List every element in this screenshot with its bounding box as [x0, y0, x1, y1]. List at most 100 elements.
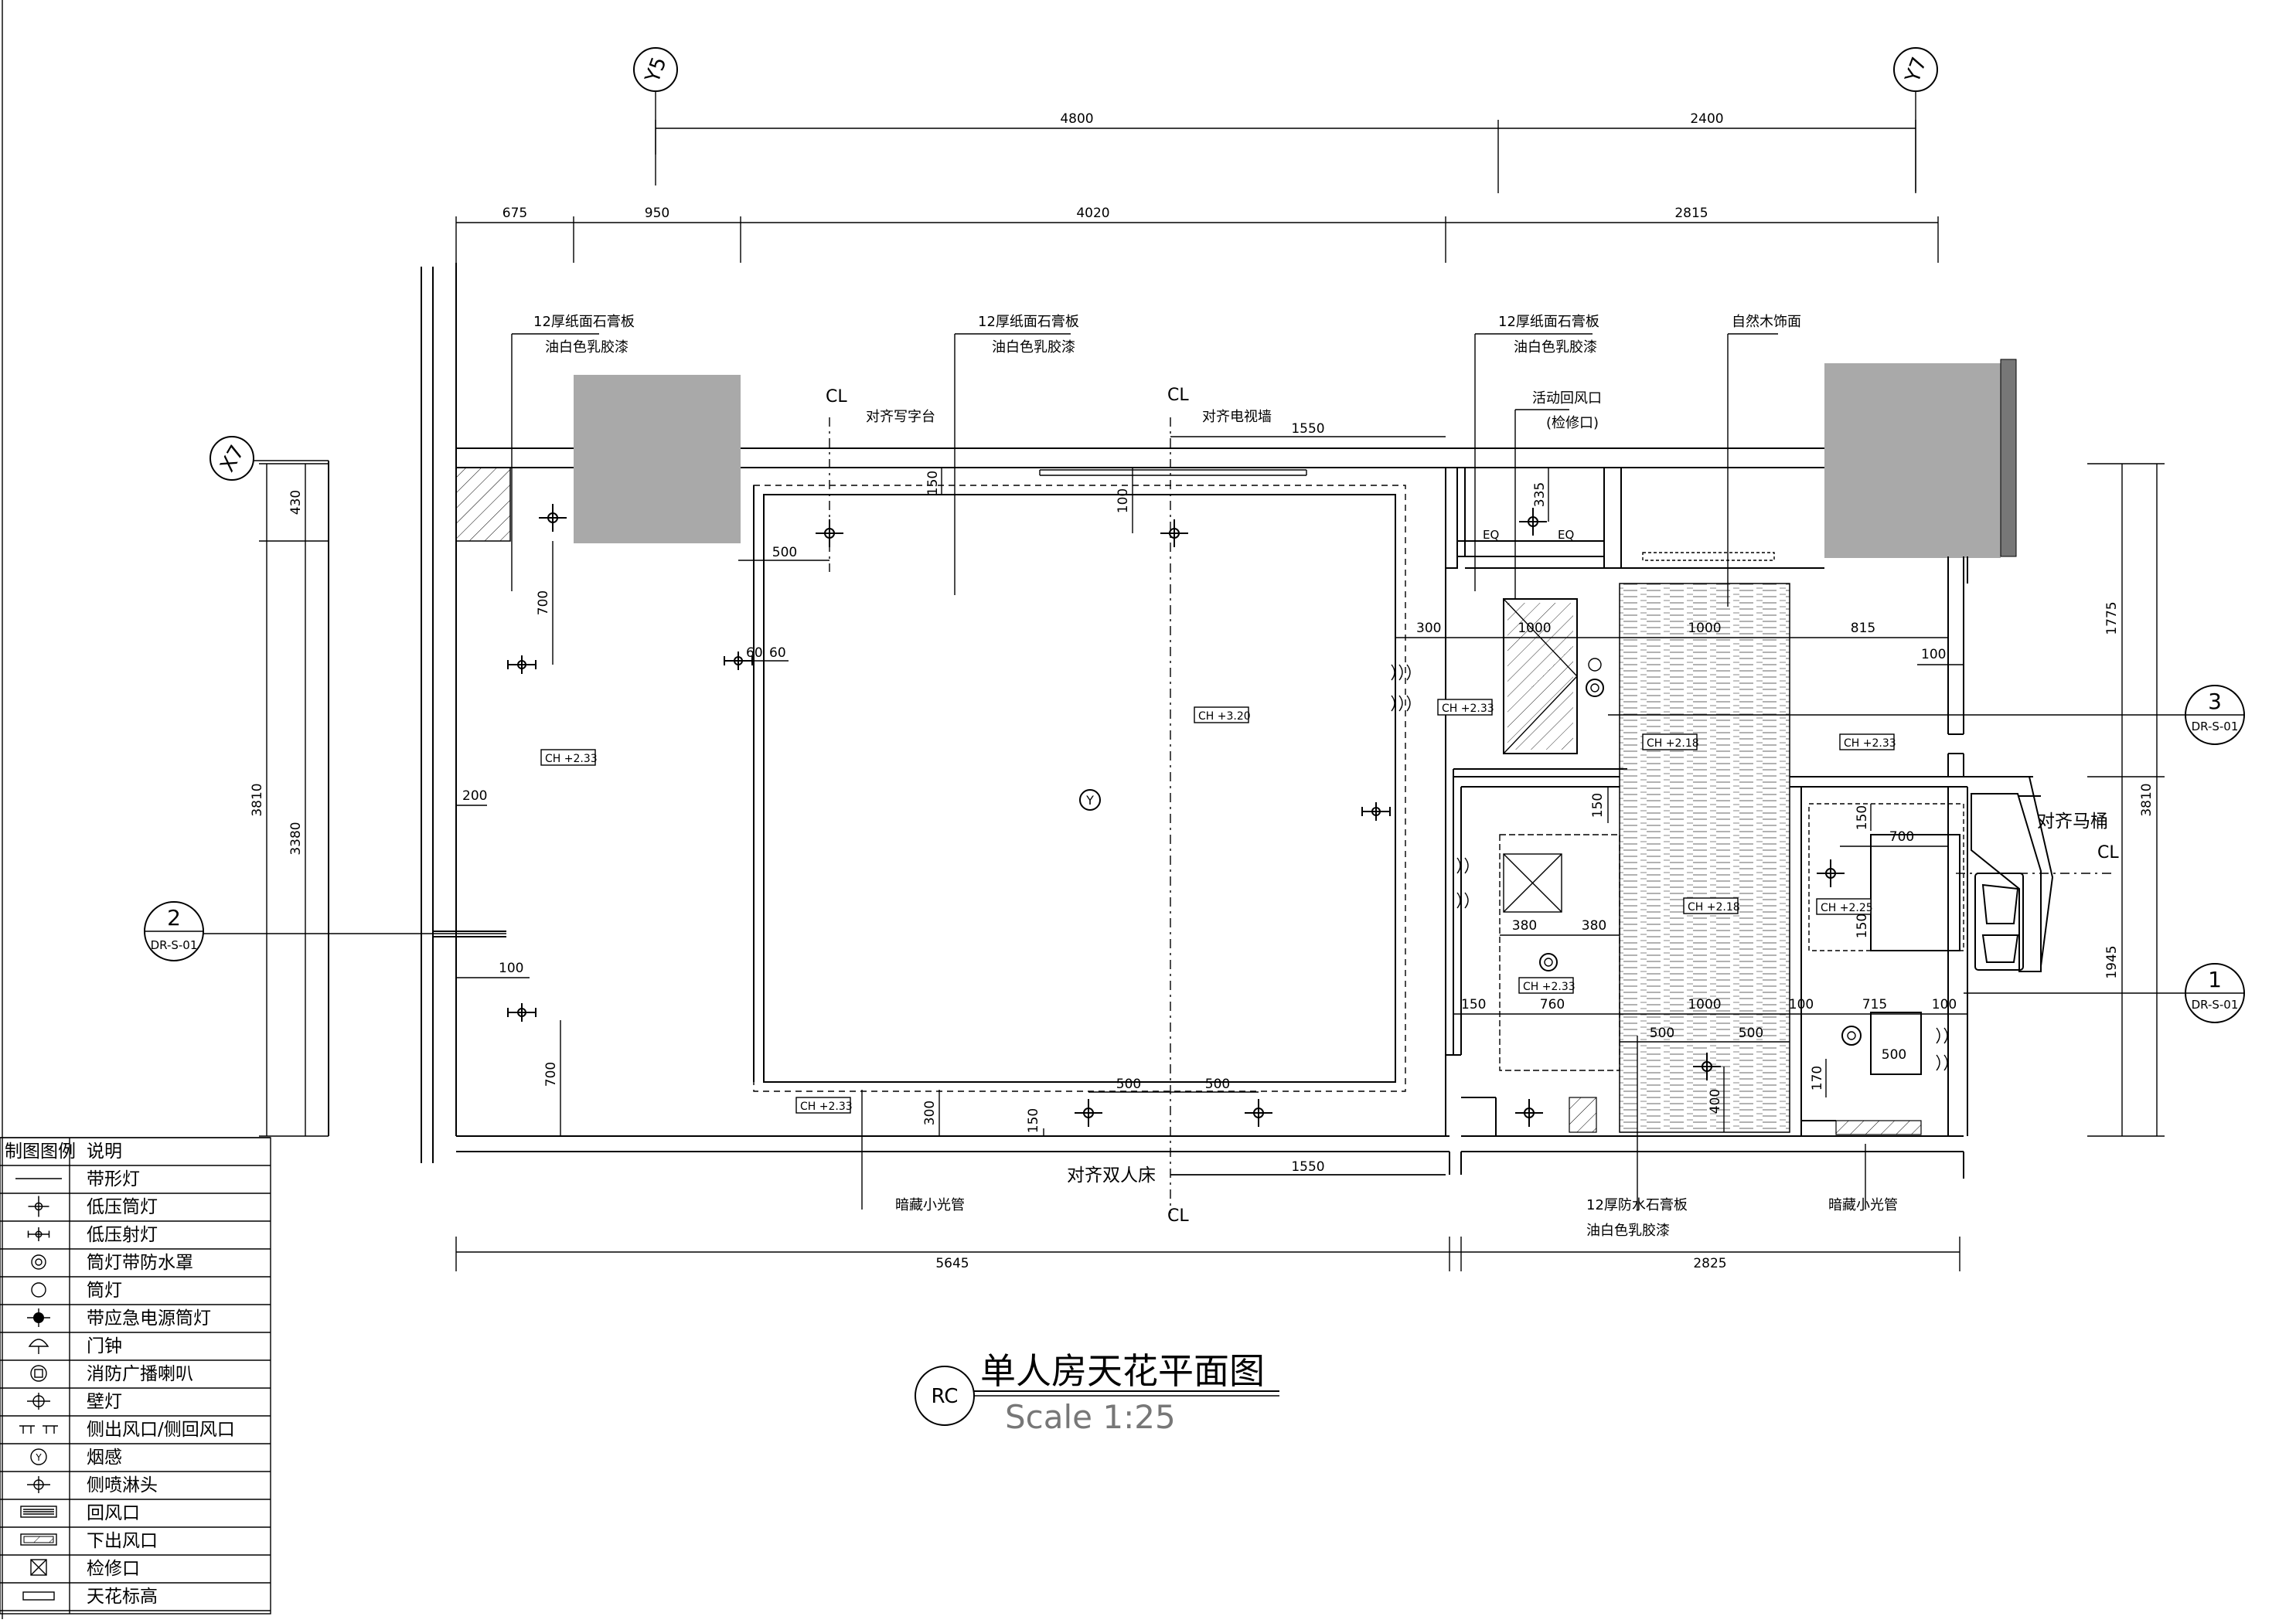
legend-label-low-voltage-spotlight: 低压射灯 [87, 1225, 158, 1245]
ceiling-height-tag-2: CH +3.20 [1194, 706, 1251, 723]
svg-text:1775: 1775 [2104, 601, 2120, 635]
svg-text:2825: 2825 [1693, 1256, 1726, 1271]
downlight-icon [1841, 1026, 1862, 1046]
svg-text:3: 3 [2208, 689, 2222, 714]
legend-label-down-vent: 下出风口 [87, 1531, 158, 1551]
svg-text:CH +2.33: CH +2.33 [1844, 737, 1896, 750]
speaker-and-vents: Y [1079, 658, 1948, 1071]
svg-text:60: 60 [746, 645, 763, 661]
side-vent-icon [1391, 695, 1411, 712]
svg-text:CH +2.33: CH +2.33 [1442, 703, 1494, 715]
dim-950: 950 [645, 206, 669, 221]
downlight-icon [1244, 1098, 1273, 1128]
svg-text:3810: 3810 [250, 783, 265, 816]
svg-text:500: 500 [1205, 1077, 1230, 1092]
downlight-icon [815, 519, 844, 548]
legend-icons: Y [15, 1178, 62, 1601]
svg-text:1000: 1000 [1688, 997, 1721, 1012]
svg-text:CH +3.20: CH +3.20 [1198, 710, 1251, 723]
legend-header-desc: 说明 [87, 1142, 122, 1162]
fire-speaker-icon [30, 1365, 47, 1382]
side-vent-icon [1936, 1054, 1948, 1071]
svg-text:500: 500 [1116, 1077, 1141, 1092]
low-voltage-spotlight-icon [27, 1227, 50, 1242]
waterproof-downlight-icon [31, 1254, 46, 1270]
svg-text:EQ: EQ [1483, 528, 1499, 542]
cl-mark-1: CL [826, 387, 847, 407]
svg-text:1000: 1000 [1518, 621, 1551, 636]
svg-text:150: 150 [1461, 997, 1486, 1012]
downlight-icon [1539, 953, 1558, 971]
drawing-title-block: RC 单人房天花平面图 Scale 1:25 [915, 1350, 1279, 1436]
side-sprinkler-icon [27, 1476, 50, 1493]
downlight-icon [1074, 1098, 1103, 1128]
ceiling-height-tag-6: CH +2.18 [1683, 897, 1740, 914]
svg-text:对齐电视墙: 对齐电视墙 [1202, 409, 1272, 425]
dim-4800: 4800 [1060, 111, 1093, 127]
svg-text:500: 500 [772, 545, 797, 560]
drawing-title: 单人房天花平面图 [980, 1350, 1265, 1392]
grid-axis-y5: Y5 [633, 47, 678, 185]
svg-text:815: 815 [1851, 621, 1875, 636]
legend-label-side-sprinkler: 侧喷淋头 [87, 1475, 158, 1495]
svg-text:DR-S-01: DR-S-01 [151, 938, 198, 952]
svg-text:760: 760 [1540, 997, 1565, 1012]
downlight-icon [1514, 1098, 1544, 1128]
wall-column-hatched [455, 467, 511, 542]
wall-light-icon [27, 1393, 50, 1410]
left-dimensions: 3810 430 3380 [250, 463, 329, 1137]
svg-text:CH +2.25: CH +2.25 [1821, 902, 1873, 914]
drawing-scale: Scale 1:25 [1005, 1398, 1176, 1436]
dim-675: 675 [502, 206, 527, 221]
svg-text:暗藏小光管: 暗藏小光管 [1828, 1197, 1898, 1213]
downlight-icon [31, 1282, 46, 1298]
material-notes: 12厚纸面石膏板 油白色乳胶漆 12厚纸面石膏板 油白色乳胶漆 12厚纸面石膏板… [511, 313, 2108, 1239]
cl-mark-4: CL [2097, 843, 2119, 863]
svg-text:CH +2.33: CH +2.33 [800, 1101, 853, 1113]
svg-text:170: 170 [1810, 1066, 1825, 1091]
svg-text:2: 2 [167, 905, 181, 931]
section-marker-1: 1 DR-S-01 [1964, 963, 2245, 1023]
down-vent-icon [20, 1533, 57, 1546]
structural-column-right [1824, 363, 2001, 558]
legend-label-smoke-detector: 烟感 [87, 1448, 122, 1468]
legend-label-wall-light: 壁灯 [87, 1392, 122, 1412]
wood-ceiling-strip [1619, 583, 1790, 1133]
svg-text:DR-S-01: DR-S-01 [2192, 998, 2239, 1012]
svg-text:715: 715 [1862, 997, 1887, 1012]
side-vent-icon [1936, 1027, 1948, 1044]
ceiling-height-tag-9: CH +2.33 [795, 1097, 853, 1114]
svg-text:暗藏小光管: 暗藏小光管 [895, 1197, 965, 1213]
section-marker-3: 3 DR-S-01 [1608, 685, 2245, 745]
svg-text:100: 100 [1921, 647, 1946, 662]
svg-text:5645: 5645 [935, 1256, 969, 1271]
low-voltage-downlight-icon [27, 1195, 50, 1218]
legend-label-waterproof-downlight: 筒灯带防水罩 [87, 1253, 193, 1273]
svg-text:500: 500 [1650, 1026, 1674, 1041]
svg-text:Y: Y [35, 1452, 42, 1463]
dim-4020: 4020 [1076, 206, 1109, 221]
legend-header-symbol: 制图图例 [5, 1142, 76, 1162]
svg-text:150: 150 [1855, 914, 1870, 938]
axis-label-y7: Y7 [1901, 54, 1932, 87]
section-marker-2: 2 DR-S-01 [144, 901, 506, 961]
svg-text:CH +2.18: CH +2.18 [1647, 737, 1699, 750]
svg-text:12厚防水石膏板: 12厚防水石膏板 [1586, 1196, 1688, 1213]
svg-text:100: 100 [499, 961, 523, 976]
legend-label-downlight: 筒灯 [87, 1281, 122, 1301]
svg-text:500: 500 [1882, 1047, 1906, 1063]
svg-text:3810: 3810 [2139, 783, 2155, 816]
corridor-and-bath [1445, 467, 2054, 1136]
access-panel-icon [30, 1559, 47, 1576]
svg-text:150: 150 [1026, 1108, 1041, 1133]
bedroom-ceiling [753, 469, 1406, 1092]
side-vent-icon [1456, 892, 1469, 909]
grid-axis-x7: X7 [210, 436, 329, 481]
svg-text:1550: 1550 [1291, 421, 1324, 437]
legend-table: 带形灯低压筒灯低压射灯筒灯带防水罩筒灯带应急电源筒灯门钟消防广播喇叭壁灯侧出风口… [0, 1137, 271, 1614]
svg-text:CH +2.33: CH +2.33 [1523, 981, 1576, 993]
svg-text:12厚纸面石膏板: 12厚纸面石膏板 [978, 313, 1079, 330]
svg-text:150: 150 [925, 471, 941, 495]
doorbell-icon [1588, 658, 1602, 672]
shelf-hatch [1569, 1097, 1597, 1133]
